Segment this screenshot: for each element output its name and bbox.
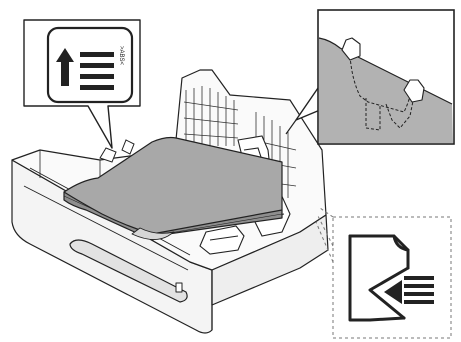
callout-left-label: >ABS< — [118, 46, 124, 66]
tray-front-mark — [176, 283, 182, 292]
callout-right-pointer — [296, 88, 320, 120]
callout-detail-zoom — [286, 10, 454, 144]
paper-edge-insert-arrow-lines — [384, 276, 434, 304]
paper-load-direction-icon: >ABS< — [48, 28, 132, 102]
paper-edge-insert-icon — [350, 236, 408, 320]
callout-edge-insert — [316, 208, 451, 338]
callout-load-direction: >ABS< — [24, 20, 140, 148]
